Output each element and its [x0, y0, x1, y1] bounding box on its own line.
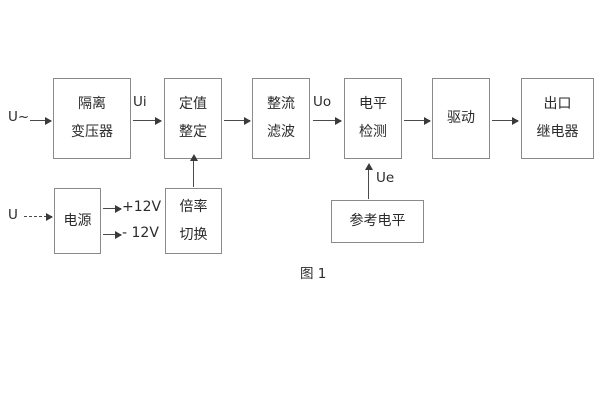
block-multiplier-switch-line2: 切换 [179, 226, 208, 243]
block-setting-value-line1: 定值 [179, 96, 207, 113]
block-level-detection-line2: 检测 [359, 124, 387, 140]
block-drive: 驱动 [432, 78, 490, 159]
block-level-detection: 电平 检测 [344, 78, 402, 159]
arrow-level-detection-to-drive [404, 116, 431, 125]
block-power-supply-line1: 电源 [63, 212, 92, 229]
block-isolation-transformer: 隔离 变压器 [53, 78, 131, 159]
arrow-input-to-power-supply [24, 212, 53, 221]
block-output-relay: 出口 继电器 [521, 78, 594, 159]
input-label-u-ac: U~ [8, 109, 30, 125]
block-output-relay-line1: 出口 [543, 96, 572, 113]
block-level-detection-line1: 电平 [359, 96, 387, 113]
block-rectify-filter-line1: 整流 [267, 96, 295, 113]
rail-label-positive: +12V [122, 199, 162, 215]
block-isolation-transformer-line1: 隔离 [78, 96, 106, 113]
figure-caption: 图 1 [300, 266, 327, 282]
block-power-supply: 电源 [54, 188, 101, 254]
block-output-relay-line2: 继电器 [536, 124, 579, 140]
arrow-setting-value-to-rectify-filter [224, 116, 251, 125]
block-drive-line1: 驱动 [447, 110, 475, 127]
signal-label-ui: Ui [133, 94, 147, 110]
arrow-rail-positive [103, 204, 122, 213]
input-label-u-dc: U [8, 207, 18, 223]
arrow-isolation-transformer-to-setting-value [133, 116, 162, 125]
signal-label-uo: Uo [313, 94, 332, 110]
block-reference-level: 参考电平 [331, 200, 424, 243]
block-multiplier-switch: 倍率 切换 [165, 188, 222, 254]
block-isolation-transformer-line2: 变压器 [71, 124, 113, 140]
arrow-input-to-isolation-transformer [30, 116, 52, 125]
arrow-reference-level-to-level-detection [364, 163, 373, 199]
arrow-drive-to-output-relay [492, 116, 519, 125]
arrow-rectify-filter-to-level-detection [313, 116, 342, 125]
block-rectify-filter-line2: 滤波 [267, 124, 295, 140]
signal-label-ue: Ue [376, 170, 395, 186]
block-multiplier-switch-line1: 倍率 [179, 198, 208, 215]
block-reference-level-line1: 参考电平 [349, 213, 406, 230]
rail-label-negative: - 12V [122, 225, 159, 241]
arrow-rail-negative [103, 230, 122, 239]
block-rectify-filter: 整流 滤波 [252, 78, 310, 159]
arrow-multiplier-switch-to-setting-value [189, 154, 198, 187]
block-setting-value-line2: 整定 [179, 124, 207, 140]
block-setting-value: 定值 整定 [164, 78, 222, 159]
